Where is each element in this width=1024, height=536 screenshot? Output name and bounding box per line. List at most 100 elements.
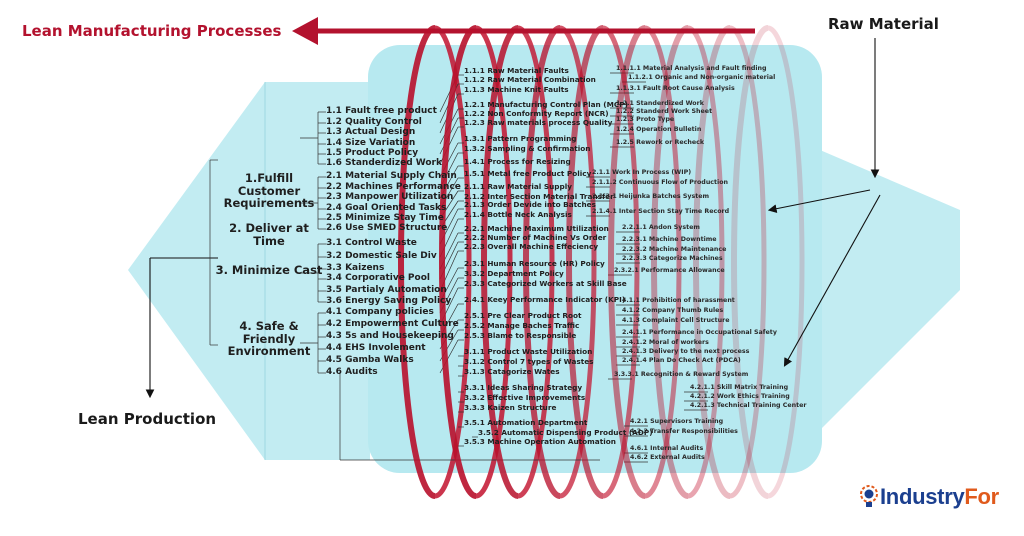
process-label: 2.3 Manpower Utilization (326, 192, 454, 202)
process-label: 1.3 Actual Design (326, 127, 416, 137)
logo-accent: For (964, 484, 999, 509)
subprocess-label: 3.3.2 Department Policy (464, 269, 564, 278)
coil-ring-front (481, 25, 519, 499)
coil-ring-front (651, 25, 689, 499)
process-label: 1.4 Size Variation (326, 138, 416, 148)
lean-manufacturing-title: Lean Manufacturing Processes (22, 22, 282, 40)
detail-label: 4.2.1 Supervisors Training (630, 418, 724, 425)
subprocess-label: 3.5.3 Machine Operation Automation (464, 437, 616, 446)
subprocess-label: 2.5.2 Manage Baches Traffic (464, 321, 580, 330)
detail-label: 1.2.1 Standerdized Work (616, 100, 704, 107)
process-label: 1.1 Fault free product (326, 106, 437, 116)
detail-label: 2.1.1.2 Continuous Flow of Production (592, 179, 729, 186)
coil-ring-front (566, 25, 604, 499)
process-label: 2.4 Goal Oriented Tasks (326, 203, 447, 213)
detail-label: 1.2.5 Rework or Recheck (616, 139, 705, 146)
coil-back (434, 25, 805, 499)
detail-label: 2.4.1.2 Moral of workers (622, 339, 709, 346)
process-label: 3.6 Energy Saving Policy (326, 296, 452, 306)
coil-ring-back (559, 25, 597, 499)
detail-label: 2.1.1 Work In Process (WIP) (592, 169, 692, 176)
detail-label: 1.2.3 Proto Type (616, 116, 675, 123)
detail-label: 1.2.4 Operation Bulletin (616, 126, 702, 133)
coil-ring-back (687, 25, 725, 499)
objective-label: 1.Fulfill Customer Requirements (223, 171, 315, 211)
subprocess-label: 2.4.1 Keey Performance Indicator (KPI) (464, 295, 626, 304)
process-label: 2.5 Minimize Stay Time (326, 213, 444, 223)
process-label: 4.5 Gamba Walks (326, 355, 414, 365)
subprocess-label: 2.2.3 Overall Machine Effeciency (464, 242, 599, 251)
coil-ring-back (602, 25, 640, 499)
process-label: 3.4 Corporative Pool (326, 273, 430, 283)
detail-label: 4.6.2 External Audits (630, 454, 705, 461)
coil-ring-front (608, 25, 646, 499)
subprocess-label: 3.3.2 Effective Improvements (464, 393, 586, 402)
objective-label: 2. Deliver at Time (229, 221, 309, 248)
lean-production-arrow (145, 257, 218, 399)
coil-ring-back (729, 25, 767, 499)
subprocess-label: 2.5.1 Pre Clear Product Root (464, 311, 582, 320)
coil-ring-back (644, 25, 682, 499)
detail-label: 2.3.2.1 Performance Allowance (614, 267, 725, 274)
subprocess-label: 2.2.2 Number of Machine Vs Order (464, 233, 607, 242)
raw-material-title: Raw Material (828, 15, 939, 33)
detail-label: 1.1.2.1 Organic and Non-organic material (628, 74, 776, 81)
lean-manufacturing-arrow (292, 17, 755, 45)
detail-label: 1.2.2 Standerd Work Sheet (616, 108, 713, 115)
process-label: 2.1 Material Supply Chain (326, 171, 457, 181)
subprocess-label: 1.2.2 Non Conformity Report (NCR) (464, 109, 609, 118)
detail-label: 2.2.1.1 Andon System (622, 224, 700, 231)
coil-ring-front (398, 25, 436, 499)
process-label: 4.2 Empowerment Culture (326, 319, 459, 329)
coil-ring-front (731, 25, 769, 499)
subprocess-label: 1.1.3 Machine Knit Faults (464, 85, 569, 94)
subprocess-label: 1.1.2 Raw Material Combination (464, 75, 596, 84)
detail-label: 2.4.1.3 Delivery to the next process (622, 348, 750, 355)
subprocess-label: 3.3.1 Ideas Sharing Strategy (464, 383, 583, 392)
input-hopper (820, 150, 960, 430)
coil-ring-front (523, 25, 561, 499)
coil-ring-front (439, 25, 477, 499)
logo-main: Industry (880, 484, 965, 509)
detail-label: 2.1.3.1 Heijunka Batches System (592, 193, 710, 200)
subprocess-label: 1.2.1 Manufacturing Control Plan (MCP) (464, 100, 628, 109)
detail-label: 2.2.3.1 Machine Downtime (622, 236, 717, 243)
lean-production-title: Lean Production (78, 410, 217, 428)
coil-ring-back (517, 25, 555, 499)
process-label: 3.2 Domestic Sale Div (326, 251, 437, 261)
coil-ring-back (767, 25, 805, 499)
subprocess-label: 2.1.3 Order Devide into Batches (464, 200, 596, 209)
process-label: 3.3 Kaizens (326, 263, 385, 273)
subprocess-label: 2.5.3 Blame to Responsible (464, 331, 577, 340)
detail-label: 4.2.1.1 Skill Matrix Training (690, 384, 789, 391)
coil-ring-back (475, 25, 513, 499)
detail-label: 1.1.3.1 Fault Root Cause Analysis (616, 85, 735, 92)
subprocess-label: 1.5.1 Metal free Product Policy (464, 169, 592, 178)
subprocess-label: 1.4.1 Process for Resizing (464, 157, 571, 166)
objective-label: 4. Safe & Friendly Environment (227, 319, 311, 359)
subprocess-label: 3.1.2 Control 7 types of Wastes (464, 357, 594, 366)
subprocess-label: 2.1.1 Raw Material Supply (464, 182, 572, 191)
gear-bulb-icon (860, 485, 878, 507)
subprocess-label: 2.3.1 Human Resource (HR) Policy (464, 259, 605, 268)
output-hopper (128, 82, 370, 460)
process-label: 2.2 Machines Performance (326, 182, 461, 192)
process-label: 2.6 Use SMED Structure (326, 223, 448, 233)
process-label: 1.5 Product Policy (326, 148, 419, 158)
process-label: 3.5 Partialy Automation (326, 285, 447, 295)
detail-label: 4.2.1.2 Work Ethics Training (690, 393, 790, 400)
detail-label: 3.3.3.1 Recognition & Reward System (614, 371, 749, 378)
detail-label: 2.2.3.2 Machine Maintenance (622, 246, 727, 253)
subprocess-label: 2.2.1 Machine Maximum Utilization (464, 224, 609, 233)
raw-material-arrows (767, 38, 881, 367)
subprocess-label: 1.3.2 Sampling & Confirmation (464, 144, 591, 153)
coil-ring-front (693, 25, 731, 499)
coil-ring-back (434, 25, 472, 499)
process-label: 4.3 5s and Housekeeping (326, 331, 454, 341)
subprocess-label: 2.3.3 Categorized Workers at Skill Base (464, 279, 627, 288)
subprocess-label: 3.1.3 Catagorize Wates (464, 367, 560, 376)
subprocess-label: 1.2.3 Raw materials process Quality (464, 118, 613, 127)
detail-label: 2.1.4.1 Inter Section Stay Time Record (592, 208, 730, 215)
detail-label: 4.2.2 Transfer Responsibilities (630, 428, 738, 435)
